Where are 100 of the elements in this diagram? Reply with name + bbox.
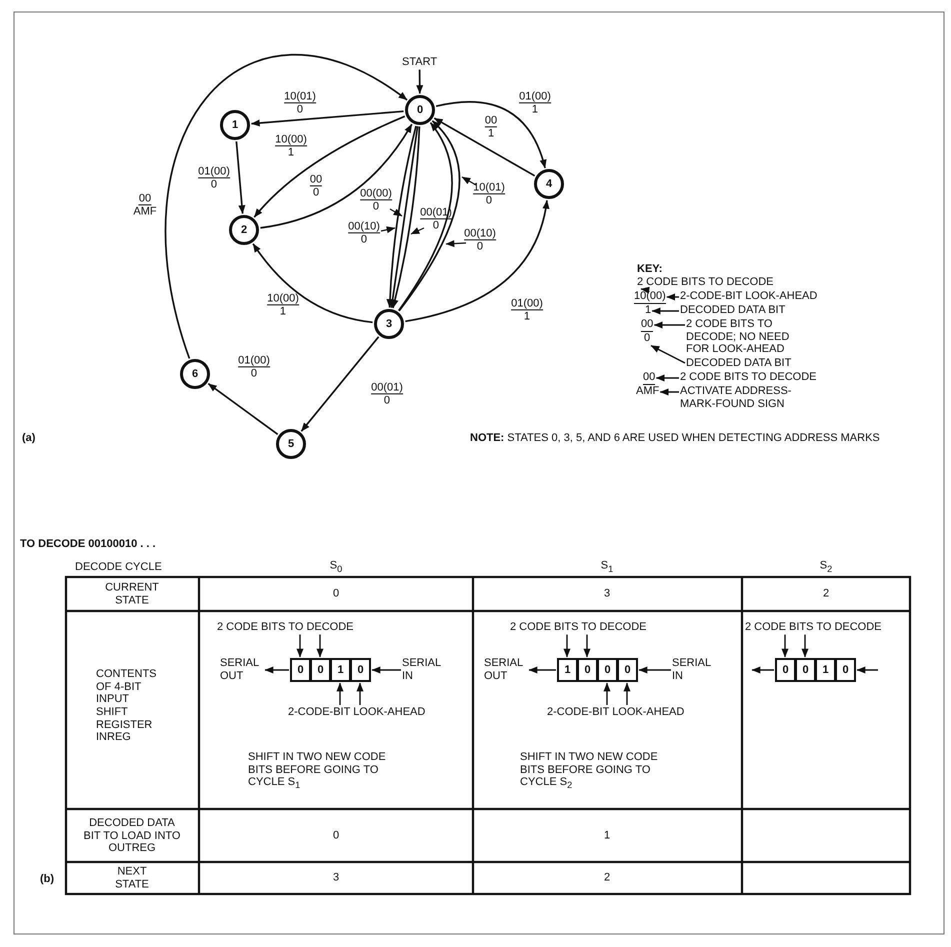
state-circle: 5 — [276, 429, 306, 459]
edge-label: 01(00) 1 — [519, 90, 551, 116]
transition-arrow — [166, 54, 408, 359]
arrow — [656, 374, 679, 382]
edge-label: 01(00) 1 — [511, 297, 543, 323]
key-description: 2 CODE BITS TO DECODE — [680, 371, 817, 384]
arrow — [650, 344, 686, 364]
register-cell: 0 — [617, 658, 638, 682]
register-annotation: SERIAL OUT — [220, 657, 264, 682]
key-heading: KEY: — [637, 263, 662, 276]
code-sample: 10(00) — [634, 290, 666, 304]
transition-arrow — [416, 70, 424, 94]
transition-arrow — [236, 141, 246, 214]
column-header: S$_{1}$ — [600, 560, 614, 574]
code-sample: 1 — [645, 304, 652, 317]
edge-label: 10(00) 1 — [275, 133, 307, 159]
transition-arrow — [250, 110, 404, 127]
key-description: DECODED DATA BIT — [680, 304, 786, 317]
arrow — [752, 666, 774, 674]
key-description: 2 CODE BITS TO DECODE; NO NEED FOR LOOK-AHEAD — [686, 318, 800, 356]
arrow — [296, 634, 304, 658]
transition-arrow — [405, 200, 549, 322]
transition-arrow — [436, 101, 546, 168]
row-header: NEXT STATE — [114, 865, 150, 891]
edge-label: 10(01) 0 — [473, 181, 505, 207]
arrow — [624, 682, 630, 705]
table-value: 0 — [332, 830, 340, 842]
edge-label: 10(01) 0 — [284, 90, 316, 116]
arrow — [660, 388, 679, 396]
arrow — [654, 322, 685, 328]
arrow — [638, 666, 671, 674]
transition-arrow — [434, 117, 536, 177]
table-heading: TO DECODE 00100010 . . . — [20, 538, 156, 551]
transition-arrow — [254, 116, 406, 218]
code-sample: 00 — [643, 371, 656, 385]
table-value: 3 — [332, 872, 340, 884]
arrow — [856, 666, 878, 674]
state-circle: 2 — [229, 215, 259, 245]
key-description: 2-CODE-BIT LOOK-AHEAD — [680, 290, 818, 303]
state-circle: 1 — [220, 110, 250, 140]
register-annotation: SERIAL IN — [402, 657, 446, 682]
register-cell: 1 — [557, 658, 578, 682]
register-cell: 0 — [775, 658, 796, 682]
edge-label: 00 AMF — [133, 192, 157, 218]
arrow — [802, 634, 808, 658]
arrow — [666, 294, 679, 300]
code-sample: AMF — [636, 385, 660, 398]
register-annotation: 2-CODE-BIT LOOK-AHEAD — [547, 706, 684, 719]
edge-label: 01(00) 0 — [238, 354, 270, 380]
row-header: CURRENT STATE — [104, 581, 160, 607]
transition-arrow — [260, 124, 413, 229]
table-value: 0 — [332, 588, 340, 600]
arrow — [782, 634, 788, 658]
code-sample: 0 — [644, 332, 650, 345]
arrow — [564, 634, 570, 658]
row-header: CONTENTS OF 4-BIT INPUT SHIFT REGISTER INREG — [96, 668, 158, 744]
arrow — [264, 666, 289, 674]
arrow — [356, 682, 364, 705]
register-cell: 0 — [835, 658, 856, 682]
state-circle: 3 — [374, 309, 404, 339]
arrow — [528, 666, 556, 674]
register-annotation: SERIAL OUT — [484, 657, 528, 682]
table-value: 1 — [604, 830, 610, 842]
register-cell: 1 — [815, 658, 836, 682]
register-cell: 0 — [290, 658, 311, 682]
transition-arrow — [300, 336, 380, 432]
register-annotation: 2 CODE BITS TO DECODE — [745, 621, 882, 634]
panel-label: (a) — [22, 432, 36, 445]
column-header: DECODE CYCLE — [75, 561, 162, 574]
key-description: DECODED DATA BIT — [686, 357, 792, 370]
edge-label: 10(00) 1 — [267, 292, 299, 318]
register-cell: 1 — [330, 658, 351, 682]
register-annotation: 2 CODE BITS TO DECODE — [217, 621, 354, 634]
edge-label: 01(00) 0 — [198, 165, 230, 191]
table-value: 2 — [822, 588, 830, 600]
arrow — [584, 634, 590, 658]
register-cell: 0 — [350, 658, 371, 682]
table-value: 3 — [604, 588, 610, 600]
transition-arrow — [252, 243, 373, 324]
edge-label: 00(10) 0 — [348, 220, 380, 246]
state-circle: 6 — [180, 359, 210, 389]
start-label: START — [402, 56, 438, 69]
row-header: DECODED DATA BIT TO LOAD INTO OUTREG — [82, 817, 182, 855]
note-text: NOTE: STATES 0, 3, 5, AND 6 ARE USED WHEN DETECTING ADDRESS MARKS — [470, 432, 880, 445]
edge-label: 00(01) 0 — [371, 381, 403, 407]
register-cell: 0 — [597, 658, 618, 682]
state-circle: 0 — [405, 95, 435, 125]
column-header: S$_{2}$ — [820, 560, 832, 574]
table-value: 2 — [604, 872, 610, 884]
edge-label: 00(00) 0 — [360, 187, 392, 213]
arrow — [316, 634, 324, 658]
register-annotation: 2 CODE BITS TO DECODE — [510, 621, 647, 634]
key-description: ACTIVATE ADDRESS-MARK-FOUND SIGN — [680, 385, 792, 410]
column-header: S$_{0}$ — [330, 560, 342, 574]
register-cell: 0 — [310, 658, 331, 682]
panel-label: (b) — [40, 873, 54, 886]
edge-label: 00 0 — [310, 173, 322, 199]
key-description: 2 CODE BITS TO DECODE — [637, 276, 774, 289]
table-note: SHIFT IN TWO NEW CODE BITS BEFORE GOING TO CYCLE S$_{2}$ — [520, 751, 659, 792]
arrow — [336, 682, 344, 705]
